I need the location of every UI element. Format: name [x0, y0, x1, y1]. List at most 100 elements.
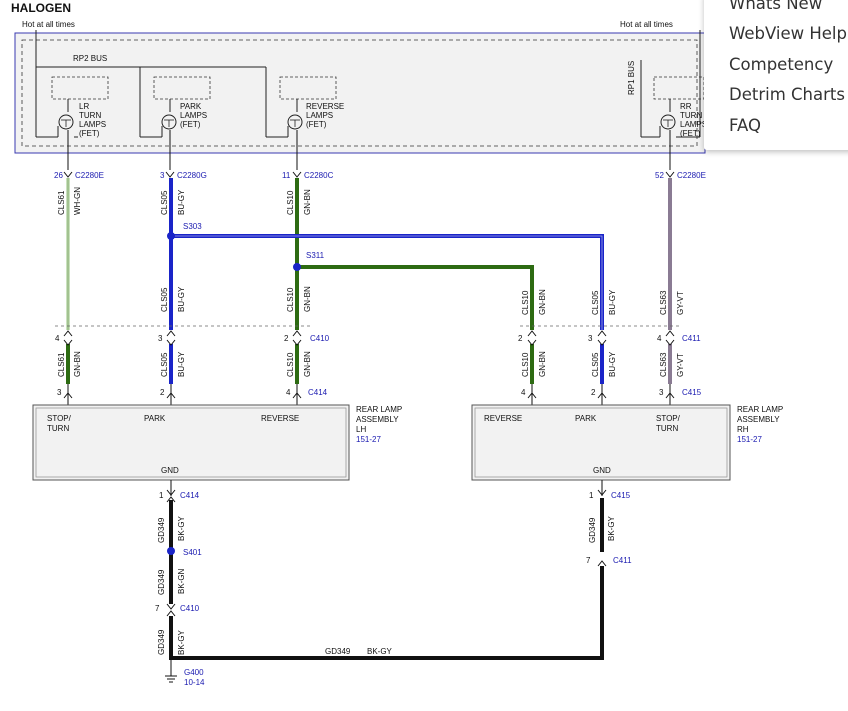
- pin-c410-2: 2: [284, 334, 289, 343]
- wire-label-gd349-rh: GD349: [588, 517, 597, 543]
- park-lamp-label-1: PARK: [180, 102, 202, 111]
- rh-title-2: ASSEMBLY: [737, 415, 780, 424]
- hot-label-right: Hot at all times: [620, 20, 673, 29]
- conn-c411: C411: [682, 334, 701, 343]
- conn-c415: C415: [682, 388, 702, 397]
- wire-label-bu-gy-mid: BU-GY: [177, 286, 186, 312]
- park-lamp-driver: PARK LAMPS (FET): [140, 76, 211, 138]
- wire-label-bu-gy-top: BU-GY: [177, 189, 186, 215]
- rr-lamp-label-3: LAMPS: [680, 120, 707, 129]
- splice-s311-label: S311: [306, 251, 325, 260]
- conn-c2280g: C2280G: [177, 171, 207, 180]
- wire-label-gd349-2: GD349: [157, 569, 166, 595]
- wire-label-bu-gy-low: BU-GY: [177, 351, 186, 377]
- menu-item-faq[interactable]: FAQ: [729, 116, 761, 135]
- pin-52: 52: [655, 171, 664, 180]
- menu-item-detrim-charts[interactable]: Detrim Charts: [729, 85, 845, 104]
- splice-s401: [167, 547, 175, 555]
- reverse-lamp-label-1: REVERSE: [306, 102, 344, 111]
- rh-title-3: RH: [737, 425, 749, 434]
- lh-gnd-label: GND: [161, 466, 179, 475]
- conn-c414-gnd: C414: [180, 491, 200, 500]
- module-box: [14, 32, 706, 154]
- pin-c414-gnd: 1: [159, 491, 164, 500]
- rr-lamp-label-4: (FET): [680, 129, 701, 138]
- wire-label-bu-gy-rh-low: BU-GY: [608, 351, 617, 377]
- ground-g400-symbol: [165, 658, 177, 683]
- menu-item-competency[interactable]: Competency: [729, 55, 834, 74]
- wire-label-gn-bn-top: GN-BN: [303, 189, 312, 215]
- pin-c415-3: 3: [659, 388, 664, 397]
- park-lamp-label-2: LAMPS: [180, 111, 207, 120]
- pin-26: 26: [54, 171, 63, 180]
- rp2-bus-label: RP2 BUS: [73, 54, 107, 63]
- lr-lamp-label-3: LAMPS: [79, 120, 106, 129]
- pin-c410-4: 4: [55, 334, 60, 343]
- wire-gd349-bk-gy-return: [169, 566, 604, 660]
- lr-lamp-label-4: (FET): [79, 129, 100, 138]
- wire-label-cls05-low: CLS05: [160, 352, 169, 377]
- wire-label-gn-bn-low-2: GN-BN: [303, 351, 312, 377]
- rh-reverse-label: REVERSE: [484, 414, 522, 423]
- rear-lamp-assembly-lh: STOP/ TURN PARK REVERSE GND REAR LAMP AS…: [32, 404, 402, 481]
- wire-label-gd349-3: GD349: [157, 629, 166, 655]
- park-lamp-label-3: (FET): [180, 120, 201, 129]
- rh-gnd-label: GND: [593, 466, 611, 475]
- wire-label-bk-gy-1: BK-GY: [177, 515, 186, 541]
- lh-title-2: ASSEMBLY: [356, 415, 399, 424]
- rh-title-1: REAR LAMP: [737, 405, 783, 414]
- lr-lamp-label-1: LR: [79, 102, 89, 111]
- wire-label-bk-gy-h: BK-GY: [367, 647, 393, 656]
- lh-park-label: PARK: [144, 414, 166, 423]
- lh-reverse-label: REVERSE: [261, 414, 299, 423]
- pin-c411-gnd: 7: [586, 556, 591, 565]
- rear-lamp-assembly-rh: REVERSE PARK STOP/ TURN GND REAR LAMP AS…: [471, 404, 783, 481]
- wire-label-gn-bn-low-1: GN-BN: [73, 351, 82, 377]
- rh-park-label: PARK: [575, 414, 597, 423]
- lh-turn-label: TURN: [47, 424, 69, 433]
- pin-c411-2: 2: [518, 334, 523, 343]
- wire-label-wh-gn-top: WH-GN: [73, 187, 82, 215]
- ground-g400: G400: [184, 668, 204, 677]
- pin-c414-3: 3: [57, 388, 62, 397]
- reverse-lamp-label-2: LAMPS: [306, 111, 333, 120]
- wire-label-bk-gn: BK-GN: [177, 568, 186, 594]
- lh-stop-label: STOP/: [47, 414, 72, 423]
- wire-label-cls05-top: CLS05: [160, 190, 169, 215]
- module-inner-dashed: [21, 39, 698, 147]
- help-dropdown-menu: Whats New WebView Help Competency Detrim…: [704, 0, 848, 150]
- pin-c415-4: 4: [521, 388, 526, 397]
- pin-c415-gnd: 1: [589, 491, 594, 500]
- pin-c414-4: 4: [286, 388, 291, 397]
- splice-s303-label: S303: [183, 222, 202, 231]
- wire-label-cls05-rh-low: CLS05: [591, 352, 600, 377]
- wire-label-gn-bn-rh: GN-BN: [538, 289, 547, 315]
- reverse-lamp-driver: REVERSE LAMPS (FET): [266, 76, 344, 138]
- wire-label-bu-gy-rh: BU-GY: [608, 289, 617, 315]
- reverse-lamp-label-3: (FET): [306, 120, 327, 129]
- ground-ref: 10-14: [184, 678, 205, 687]
- wire-label-cls05-rh: CLS05: [591, 290, 600, 315]
- wire-label-cls05-mid: CLS05: [160, 287, 169, 312]
- pin-11: 11: [282, 171, 291, 180]
- wire-label-cls61-low: CLS61: [57, 352, 66, 377]
- wire-label-bk-gy-rh: BK-GY: [607, 515, 616, 541]
- wire-label-cls10-rh-low: CLS10: [521, 352, 530, 377]
- conn-c410: C410: [310, 334, 330, 343]
- conn-c410-gnd: C410: [180, 604, 200, 613]
- pin-c410-gnd: 7: [155, 604, 160, 613]
- lh-title-3: LH: [356, 425, 366, 434]
- wire-label-cls63-rh-low: CLS63: [659, 352, 668, 377]
- splice-s311: [293, 263, 301, 271]
- pin-c415-2: 2: [591, 388, 596, 397]
- pin-c411-4: 4: [657, 334, 662, 343]
- wire-label-gn-bn-mid: GN-BN: [303, 286, 312, 312]
- hot-label-left: Hot at all times: [22, 20, 75, 29]
- menu-item-webview-help[interactable]: WebView Help: [729, 24, 847, 43]
- conn-c2280e-rr: C2280E: [677, 171, 706, 180]
- rh-stop-label: STOP/: [656, 414, 681, 423]
- menu-item-whats-new[interactable]: Whats New: [729, 0, 823, 13]
- wire-label-gy-vt-rh: GY-VT: [676, 291, 685, 315]
- wire-label-cls10-top: CLS10: [286, 190, 295, 215]
